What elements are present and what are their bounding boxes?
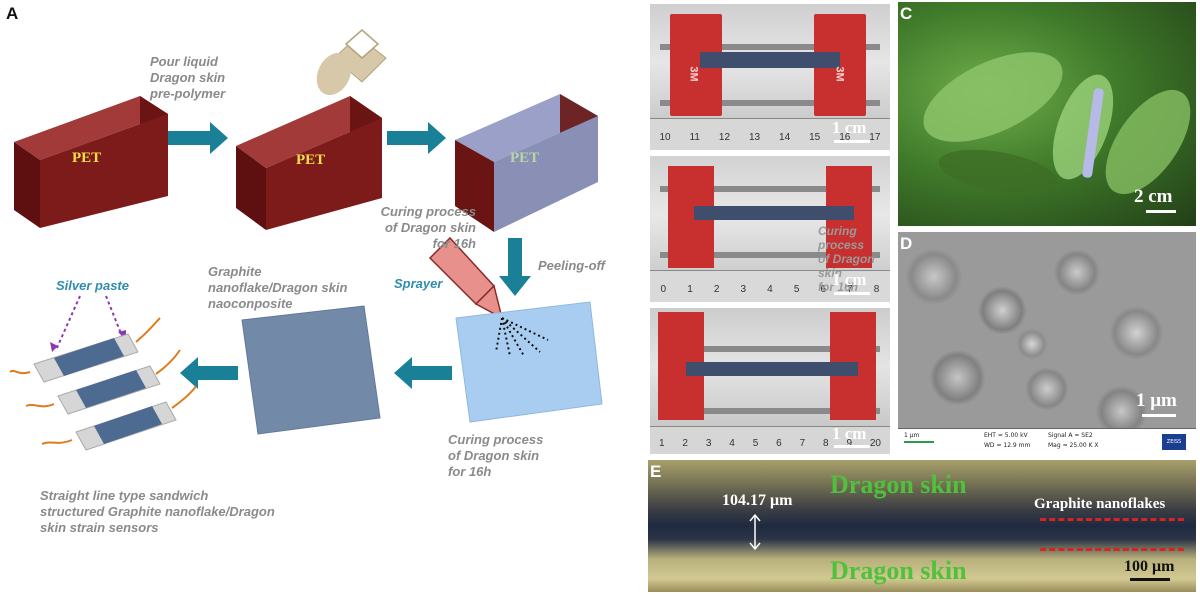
ruler-tick: 6 bbox=[820, 284, 827, 295]
ruler-tick: 13 bbox=[748, 132, 761, 143]
sem-bar-line bbox=[904, 441, 934, 443]
overlap-curing-text: Curing process of Dragon skin for 16h bbox=[818, 224, 875, 294]
scale-bar-b2 bbox=[834, 292, 870, 295]
ruler-tick: 12 bbox=[718, 132, 731, 143]
ruler-tick: 1 bbox=[687, 284, 693, 295]
scale-bar-d bbox=[1142, 414, 1176, 417]
strain-photo-2: 0 1 2 3 4 5 6 7 8 Curing process of Drag… bbox=[650, 156, 890, 302]
ruler-tick: 15 bbox=[809, 132, 821, 143]
scale-label-d: 1 μm bbox=[1136, 390, 1177, 411]
ruler-tick: 7 bbox=[847, 284, 853, 295]
nanocomposite-sheet bbox=[241, 305, 381, 435]
panel-a-letter: A bbox=[6, 4, 19, 23]
scale-bar-b1 bbox=[834, 140, 870, 143]
silver-paste-arrows bbox=[55, 295, 123, 351]
schematic-diagram bbox=[9, 29, 603, 451]
ruler-tick: 4 bbox=[767, 284, 773, 295]
sem-info-bar: 1 μm EHT = 5.00 kV WD = 12.9 mm Signal A… bbox=[898, 428, 1196, 456]
panel-c-letter: C bbox=[900, 4, 913, 23]
panel-d-letter: D bbox=[900, 234, 913, 253]
pet-block-3 bbox=[455, 94, 598, 232]
graphite-nanocomposite-label: Graphite nanoflake/Dragon skin naoconpos… bbox=[208, 264, 348, 311]
ruler-tick: 2 bbox=[682, 438, 688, 449]
sensor-strips bbox=[9, 317, 197, 451]
thickness-arrow bbox=[749, 513, 761, 551]
sprayer-label: Sprayer bbox=[394, 276, 443, 291]
graphite-dash-top bbox=[1040, 518, 1184, 521]
pet-label-1: PET bbox=[72, 150, 102, 166]
ruler-tick: 4 bbox=[729, 438, 735, 449]
ruler-tick: 0 bbox=[660, 284, 667, 295]
sprayer-icon bbox=[428, 236, 504, 320]
sprayed-sheet bbox=[455, 301, 603, 423]
pet-label-3: PET bbox=[510, 150, 540, 166]
ruler-tick: 7 bbox=[799, 438, 806, 449]
sem-mag: Mag = 25.00 K X bbox=[1048, 442, 1099, 449]
peeling-off-label: Peeling-off bbox=[538, 258, 605, 273]
pour-bottle-icon bbox=[316, 29, 387, 96]
tape-label: 3M bbox=[833, 66, 846, 82]
zeiss-logo: ZEISS bbox=[1162, 434, 1186, 450]
scale-label-b2: 1 cm bbox=[832, 270, 867, 289]
ruler-tick: 5 bbox=[752, 438, 759, 449]
tape-label: 3M bbox=[687, 66, 700, 82]
sem-wd: WD = 12.9 mm bbox=[984, 442, 1031, 449]
curing-bottom-label: Curing process of Dragon skin for 16h bbox=[448, 432, 544, 479]
scale-label-e: 100 μm bbox=[1124, 558, 1175, 575]
ruler-tick: 14 bbox=[779, 132, 791, 143]
scale-label-c: 2 cm bbox=[1134, 186, 1173, 207]
ruler-tick: 9 bbox=[846, 438, 852, 449]
ruler-tick: 10 bbox=[659, 132, 671, 143]
scale-bar-b3 bbox=[834, 445, 870, 448]
strain-photo-1: 3M 3M 10 11 12 13 14 15 16 17 1 cm bbox=[650, 4, 890, 150]
scale-label-b1: 1 cm bbox=[832, 118, 867, 137]
ruler-tick: 3 bbox=[740, 284, 747, 295]
sem-image: D 1 μm 1 μm EHT = 5.00 kV WD = 12.9 mm S… bbox=[898, 232, 1196, 456]
dragon-skin-top-label: Dragon skin bbox=[830, 470, 967, 499]
pet-label-2: PET bbox=[296, 152, 326, 168]
ruler-tick: 3 bbox=[705, 438, 712, 449]
ruler-tick: 1 bbox=[658, 438, 665, 449]
ruler-tick: 6 bbox=[776, 438, 782, 449]
curing-top-label: Curing process of Dragon skin for 16h bbox=[380, 204, 476, 251]
ruler-tick: 8 bbox=[823, 438, 829, 449]
spray-dots bbox=[495, 317, 549, 357]
ruler-tick: 8 bbox=[873, 284, 880, 295]
pet-block-1 bbox=[14, 96, 168, 228]
leaf-photo: C 2 cm bbox=[898, 2, 1196, 226]
thickness-label: 104.17 μm bbox=[722, 492, 793, 509]
sem-signal: Signal A = SE2 bbox=[1048, 432, 1093, 439]
sem-bar-label: 1 μm bbox=[904, 432, 920, 439]
scale-bar-e bbox=[1130, 578, 1170, 581]
ruler-tick: 2 bbox=[713, 284, 720, 295]
ruler-tick: 16 bbox=[839, 132, 851, 143]
graphite-label: Graphite nanoflakes bbox=[1034, 496, 1166, 512]
ruler-tick: 20 bbox=[869, 438, 881, 449]
ruler-tick: 11 bbox=[689, 132, 700, 143]
pour-liquid-label: Pour liquid Dragon skin pre-polymer bbox=[150, 54, 226, 101]
scale-label-b3: 1 cm bbox=[832, 424, 867, 443]
pet-block-2 bbox=[236, 96, 382, 230]
scale-bar-c bbox=[1146, 210, 1176, 213]
silver-paste-label: Silver paste bbox=[56, 278, 129, 293]
panel-e-letter: E bbox=[650, 462, 662, 481]
strain-photo-3: 1 2 3 4 5 6 7 8 9 20 1 cm bbox=[650, 308, 890, 454]
sensors-caption: Straight line type sandwich structured G… bbox=[40, 488, 275, 535]
sem-eht: EHT = 5.00 kV bbox=[984, 432, 1028, 439]
ruler-tick: 17 bbox=[869, 132, 881, 143]
cross-section-image: E Dragon skin Dragon skin 104.17 μm Grap… bbox=[648, 460, 1196, 592]
process-arrows bbox=[168, 122, 531, 389]
graphite-dash-bottom bbox=[1040, 548, 1184, 551]
ruler-tick: 5 bbox=[793, 284, 800, 295]
dragon-skin-bottom-label: Dragon skin bbox=[830, 556, 967, 585]
